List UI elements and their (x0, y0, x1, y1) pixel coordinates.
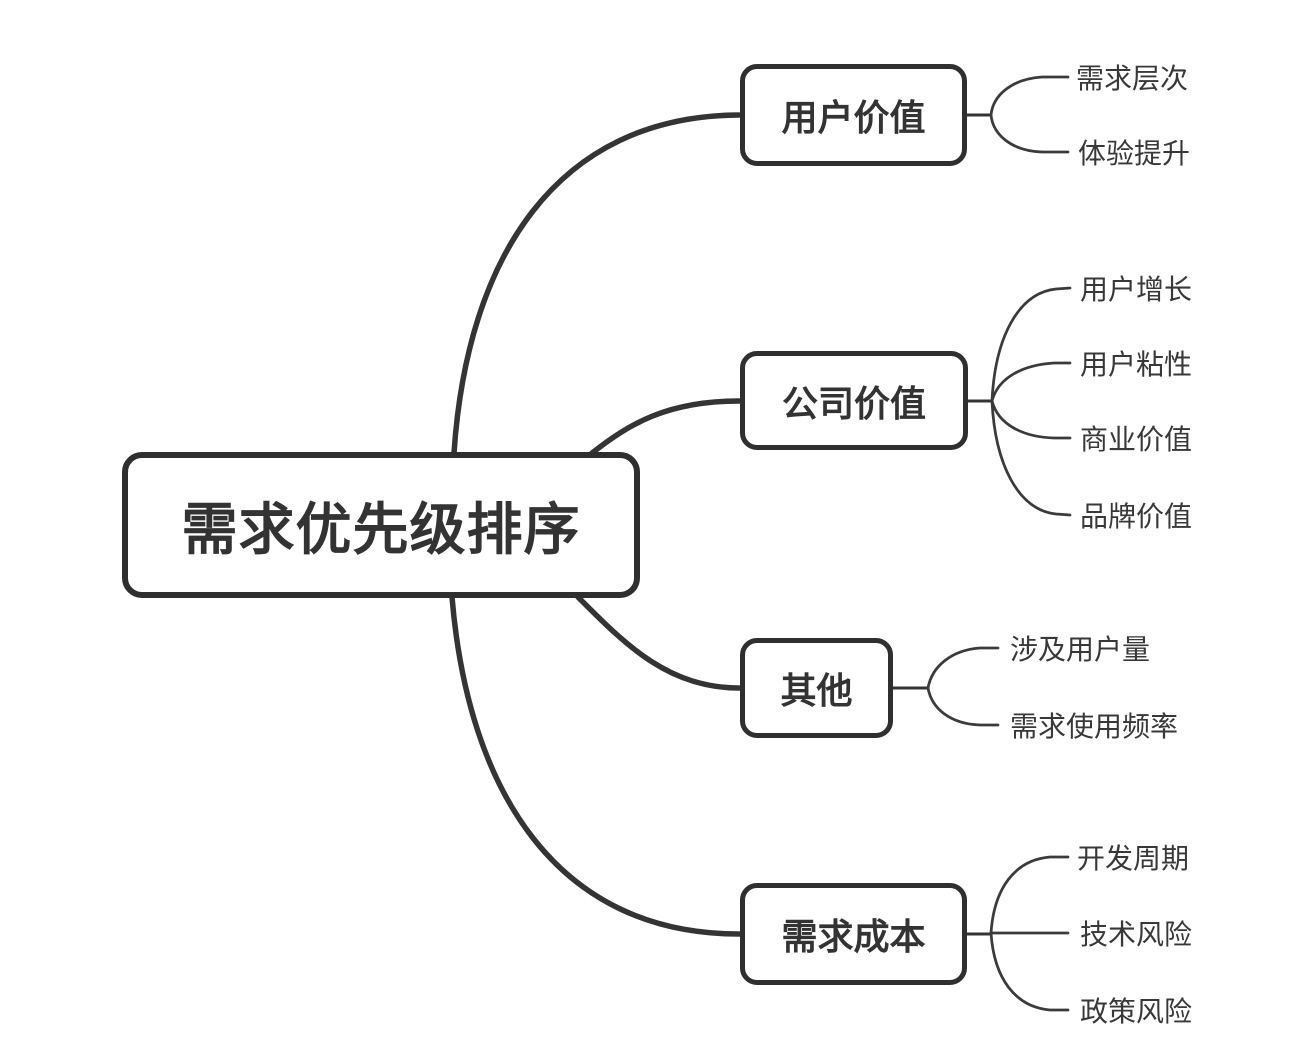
branch-other-label: 其他 (780, 670, 853, 711)
link-brand-value (990, 399, 1072, 517)
leaf-technical-risk[interactable]: 技术风险 (1080, 919, 1193, 950)
branch-user-value-label: 用户价值 (781, 97, 926, 138)
leaf-links (926, 75, 1072, 1012)
leaf-user-stickiness[interactable]: 用户粘性 (1080, 349, 1193, 380)
link-root-company-value (589, 398, 742, 456)
branch-requirement-cost-label: 需求成本 (781, 916, 926, 957)
leaf-user-growth[interactable]: 用户增长 (1080, 274, 1193, 305)
link-business-value (990, 399, 1072, 440)
link-user-stickiness (990, 361, 1072, 403)
branch-company-value-label: 公司价值 (781, 382, 926, 424)
link-development-cycle (989, 855, 1070, 935)
leaf-development-cycle[interactable]: 开发周期 (1077, 843, 1190, 874)
branch-company-value[interactable]: 公司价值 (740, 351, 968, 450)
link-root-user-value (451, 112, 742, 456)
root-node-label: 需求优先级排序 (181, 497, 581, 561)
leaf-business-value[interactable]: 商业价值 (1080, 424, 1193, 455)
leaf-demand-hierarchy[interactable]: 需求层次 (1076, 63, 1189, 94)
link-root-other (575, 594, 742, 691)
leaf-brand-value[interactable]: 品牌价值 (1080, 501, 1193, 532)
leaf-policy-risk[interactable]: 政策风险 (1080, 996, 1193, 1027)
link-usage-frequency (926, 686, 1000, 727)
root-branch-links (449, 112, 742, 937)
link-experience-improvement (989, 113, 1070, 154)
link-root-requirement-cost (449, 594, 742, 937)
leaf-usage-frequency[interactable]: 需求使用频率 (1010, 711, 1179, 742)
branch-requirement-cost[interactable]: 需求成本 (740, 883, 967, 985)
leaf-affected-user-volume[interactable]: 涉及用户量 (1010, 634, 1151, 665)
branch-user-value[interactable]: 用户价值 (740, 64, 967, 166)
root-node[interactable]: 需求优先级排序 (122, 452, 640, 598)
link-demand-hierarchy (989, 75, 1070, 117)
link-user-growth (990, 286, 1072, 403)
link-policy-risk (989, 931, 1070, 1012)
branch-stub-links (889, 113, 994, 936)
leaf-experience-improvement[interactable]: 体验提升 (1078, 138, 1191, 169)
branch-other[interactable]: 其他 (740, 638, 893, 738)
link-affected-user-volume (926, 646, 1000, 690)
